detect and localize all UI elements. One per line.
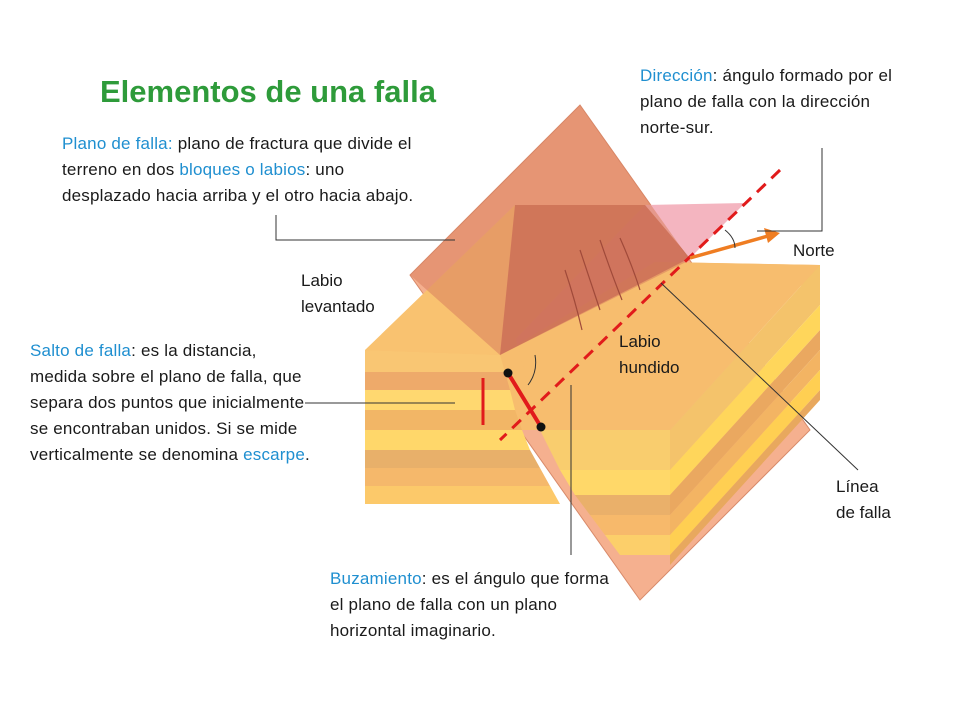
buzamiento-text: : es el ángulo que forma el plano de fal… [330,569,609,640]
salto-annotation: Salto de falla: es la distancia, medida … [30,338,310,468]
label-norte: Norte [793,241,835,260]
north-arrow-head [764,228,780,243]
point-lower [536,422,546,432]
page-title: Elementos de una falla [100,74,436,109]
label-labio-levantado: Labio levantado [301,268,375,320]
plano-text-a: plano de fractura que divide el terreno … [62,134,412,179]
direction-wedge [645,203,745,258]
buzamiento-annotation: Buzamiento: es el ángulo que forma el pl… [330,566,625,644]
plano-term2: bloques o labios [179,160,306,179]
plano-term: Plano de falla [62,134,168,153]
salto-term2: escarpe [243,445,305,464]
label-labio-levantado-line1: Labio [301,271,343,290]
plano-sep: : [167,134,173,153]
direccion-text: : ángulo formado por el plano de falla c… [640,66,893,137]
label-labio-hundido-line1: Labio [619,332,661,351]
plano-text-b: : uno desplazado hacia arriba y el otro … [62,160,414,205]
salto-text-b: . [304,445,310,464]
fault-line-dashed [498,168,782,442]
label-labio-hundido: Labio hundido [619,329,680,381]
label-linea-falla: Línea de falla [836,474,891,526]
label-linea-falla-line2: de falla [836,503,891,522]
buzamiento-term: Buzamiento [330,569,422,588]
direction-angle-arc [724,229,736,249]
upper-block [365,280,560,504]
fault-throw [506,371,543,429]
scarp-lines [564,237,641,331]
leader-plano [275,215,455,241]
label-labio-hundido-line2: hundido [619,358,680,377]
salto-term: Salto de falla [30,341,132,360]
direccion-term: Dirección [640,66,713,85]
label-labio-levantado-line2: levantado [301,297,375,316]
plano-annotation: Plano de falla: plano de fractura que di… [62,131,422,209]
dip-angle-arc [527,354,537,386]
point-upper [503,368,513,378]
north-arrow-line [689,234,769,260]
lower-block [500,262,820,565]
leader-direccion [757,148,823,232]
direccion-annotation: Dirección: ángulo formado por el plano d… [640,63,895,141]
leader-linea [660,282,859,471]
fault-scarp [500,205,690,355]
salto-text-a: : es la distancia, medida sobre el plano… [30,341,305,464]
label-linea-falla-line1: Línea [836,477,879,496]
